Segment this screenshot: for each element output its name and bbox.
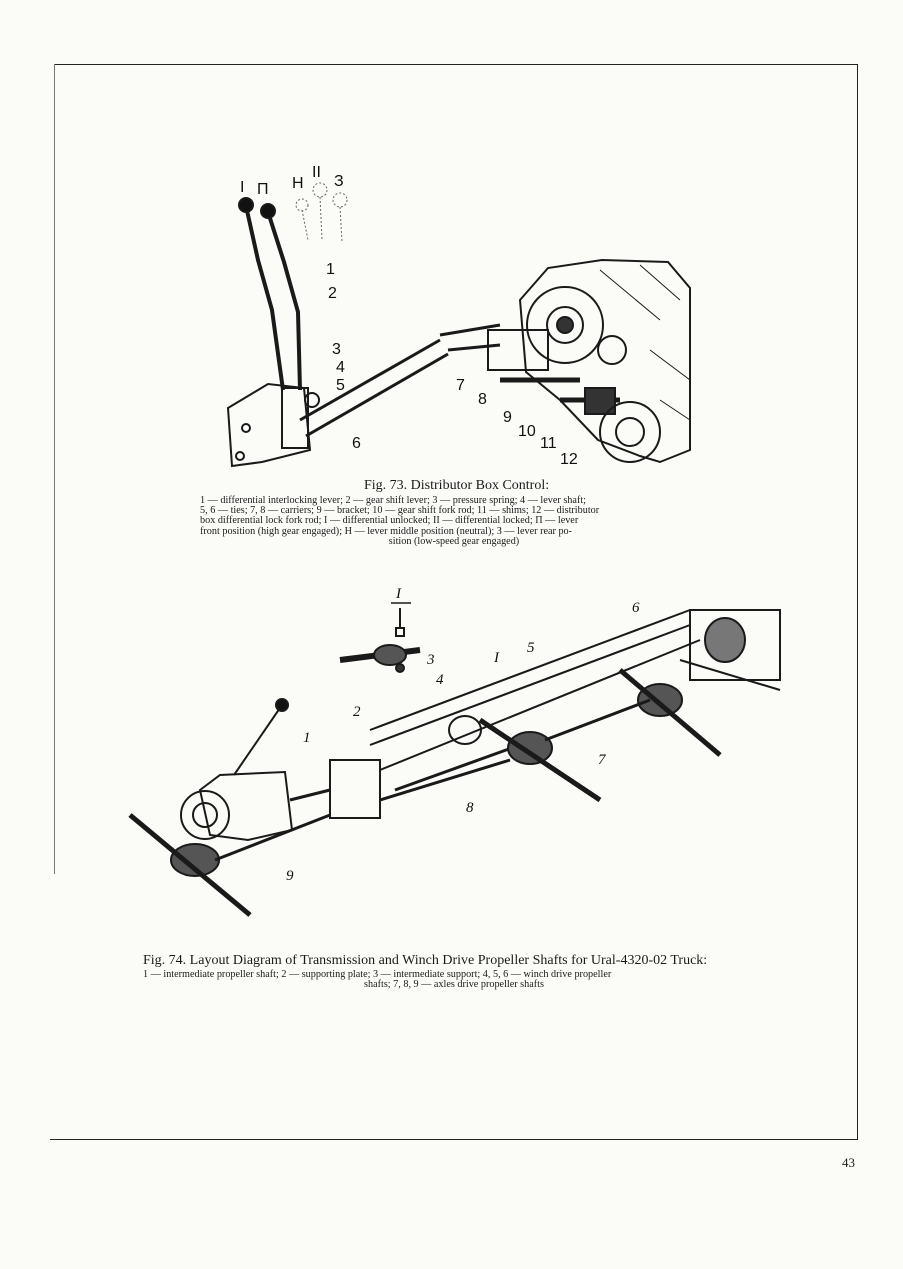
fig74-label-1: 1 <box>303 730 311 746</box>
fig74-caption-line: shafts; 7, 8, 9 — axles drive propeller … <box>364 979 544 991</box>
fig73-label-8: 8 <box>478 391 487 408</box>
fig74-label-5: 5 <box>527 640 535 656</box>
page-number: 43 <box>842 1155 855 1170</box>
fig73-label-I: I <box>240 179 244 196</box>
page-frame-right <box>857 64 858 1139</box>
fig74-label-detail: I <box>395 586 402 602</box>
page-frame-bottom <box>50 1139 858 1140</box>
fig73-label-II: II <box>312 164 321 181</box>
fig73-label-11: 11 <box>540 435 557 452</box>
fig73-label-5: 5 <box>336 377 345 394</box>
fig74-label-9: 9 <box>286 868 294 884</box>
fig73-label-6: 6 <box>352 435 361 452</box>
fig74-label-3: 3 <box>426 652 435 668</box>
fig73-caption-line: front position (high gear engaged); Н — … <box>200 525 573 537</box>
fig74-caption: 1 — intermediate propeller shaft; 2 — su… <box>143 969 765 991</box>
fig73-caption-line: 5, 6 — ties; 7, 8 — carriers; 9 — bracke… <box>200 505 600 517</box>
fig73-label-9: 9 <box>503 409 512 426</box>
fig74-label-detail-ref: I <box>493 650 500 666</box>
fig74-label-2: 2 <box>353 704 361 720</box>
fig74-title: Fig. 74. Layout Diagram of Transmission … <box>143 953 708 968</box>
fig74-label-4: 4 <box>436 672 444 688</box>
fig73-caption-line: 1 — differential interlocking lever; 2 —… <box>200 495 586 506</box>
fig74-label-6: 6 <box>632 600 640 616</box>
fig73-label-2: 2 <box>328 285 337 302</box>
fig73-label-7: 7 <box>456 377 465 394</box>
fig73-caption-line: sition (low-speed gear engaged) <box>388 535 520 547</box>
fig73-title: Fig. 73. Distributor Box Control: <box>364 478 550 493</box>
fig74-label-8: 8 <box>466 800 474 816</box>
page-frame-top <box>55 64 858 65</box>
fig73-label-N: Н <box>292 175 304 192</box>
fig73-label-Z: З <box>334 173 344 190</box>
fig74-label-7: 7 <box>598 752 607 768</box>
fig73-caption: 1 — differential interlocking lever; 2 —… <box>200 495 708 547</box>
page-frame-left <box>54 64 55 874</box>
fig73-label-1: 1 <box>326 261 335 278</box>
fig73-label-12: 12 <box>560 451 578 468</box>
fig73-drawing: I П Н II З 1 2 3 4 5 6 7 8 9 10 11 12 <box>226 164 691 468</box>
fig73-caption-line: box differential lock fork rod; I — diff… <box>200 515 579 527</box>
fig74-caption-line: 1 — intermediate propeller shaft; 2 — su… <box>143 969 612 980</box>
fig74-drawing: I 3 2 4 I 5 6 1 7 8 9 <box>128 586 781 917</box>
fig73-label-10: 10 <box>518 423 536 440</box>
fig73-label-3: 3 <box>332 341 341 358</box>
fig73-label-P: П <box>257 181 269 198</box>
fig73-label-4: 4 <box>336 359 345 376</box>
